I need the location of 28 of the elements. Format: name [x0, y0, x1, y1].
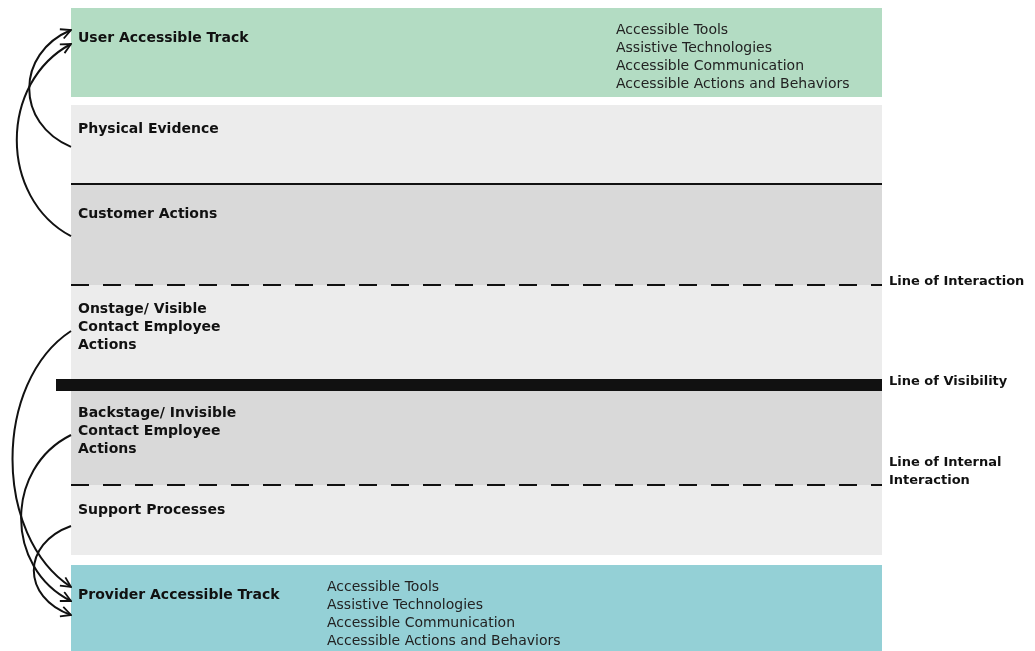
curved-arrow [11, 330, 72, 588]
swimlane-band [71, 105, 882, 184]
curved-arrow [28, 29, 72, 148]
lane-title: User Accessible Track [78, 28, 250, 46]
line-label: Line of Interaction [889, 272, 1026, 290]
swimlane-band [71, 8, 882, 97]
line-label: Line of Visibility [889, 372, 1009, 390]
lane-title: Customer Actions [78, 204, 219, 222]
lane-title: Support Processes [78, 500, 227, 518]
swimlane-band [71, 565, 882, 651]
list-item: Accessible Tools [616, 20, 730, 38]
list-item: Accessible Tools [327, 577, 441, 595]
swimlane-band [71, 485, 882, 555]
list-item: Accessible Actions and Behaviors [327, 631, 561, 649]
line-label: Line of Internal Interaction [889, 453, 1003, 489]
curved-arrow [20, 434, 72, 602]
lane-title: Provider Accessible Track [78, 585, 281, 603]
swimlane-band [71, 184, 882, 285]
lane-title: Physical Evidence [78, 119, 220, 137]
list-item: Assistive Technologies [327, 595, 484, 613]
lane-title: Backstage/ Invisible Contact Employee Actions [78, 403, 238, 457]
list-item: Accessible Communication [327, 613, 516, 631]
curved-arrow [32, 525, 72, 617]
curved-arrow [15, 43, 72, 238]
lane-title: Onstage/ Visible Contact Employee Actions [78, 299, 222, 353]
list-item: Accessible Actions and Behaviors [616, 74, 850, 92]
list-item: Accessible Communication [616, 56, 805, 74]
list-item: Assistive Technologies [616, 38, 773, 56]
